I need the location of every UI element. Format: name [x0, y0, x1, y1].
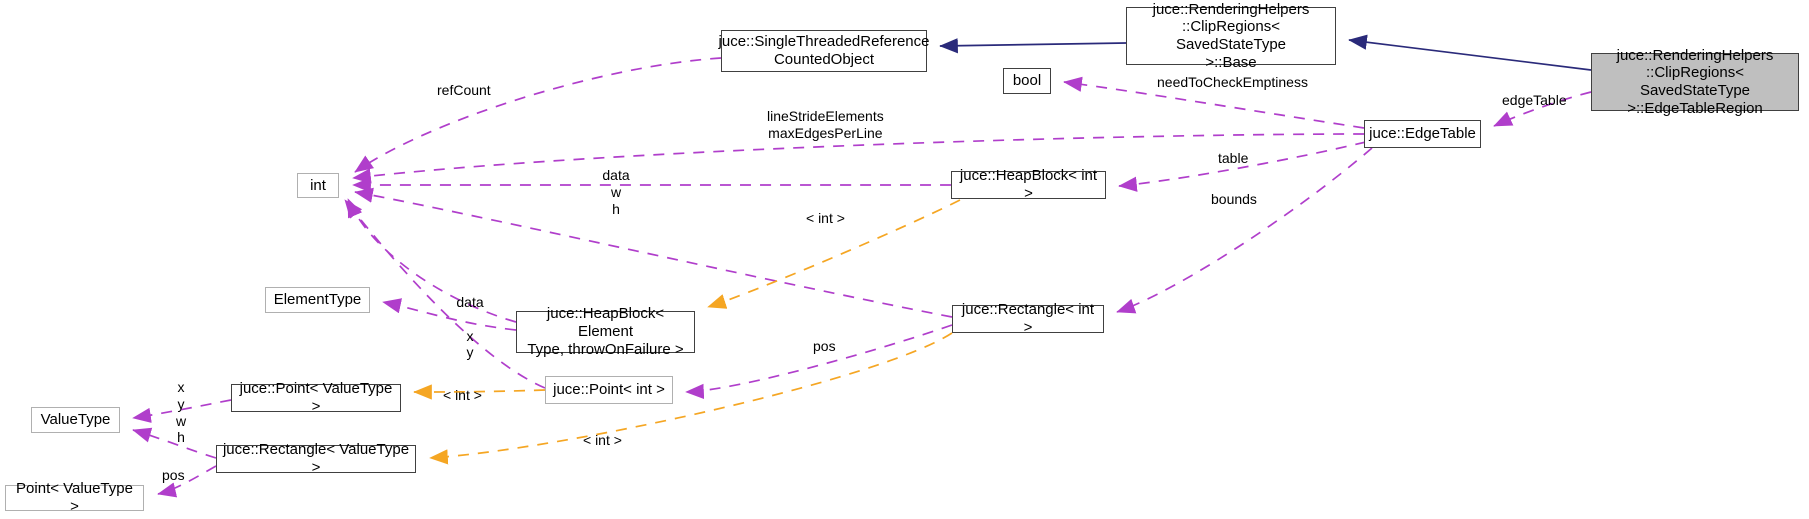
edge-rectvaluetype-wh-to-valuetype	[132, 427, 217, 459]
edge-edgetableregion-to-base	[1348, 34, 1592, 71]
template-edges	[413, 199, 961, 465]
edge-heapblockelem-xy-to-int	[347, 198, 517, 323]
node-value-type[interactable]: ValueType	[31, 407, 120, 433]
edge-edgetable-to-edgetableregion	[1493, 91, 1592, 127]
node-base[interactable]: juce::RenderingHelpers ::ClipRegions< Sa…	[1126, 1, 1336, 71]
edge-data-heapblockelem-to-elementtype	[382, 298, 517, 331]
inheritance-edges	[939, 34, 1592, 71]
edge-rectint-to-rectvaluetype	[429, 332, 953, 465]
edge-base-to-srco	[939, 38, 1127, 54]
usage-edges	[132, 57, 1592, 498]
node-point-int[interactable]: juce::Point< int >	[545, 376, 673, 404]
edge-table-edgetable-to-heapblockint	[1118, 141, 1367, 192]
node-rectangle-int[interactable]: juce::Rectangle< int >	[952, 301, 1104, 336]
edge-linestride-edgetable-to-int	[352, 133, 1365, 184]
edge-pos-rectint-to-pointint	[685, 324, 953, 399]
edge-pointint-to-pointvaluetype	[413, 384, 546, 400]
node-edge-table[interactable]: juce::EdgeTable	[1364, 120, 1481, 148]
node-edge-table-region[interactable]: juce::RenderingHelpers ::ClipRegions< Sa…	[1591, 47, 1799, 117]
edge-pointint-xy-to-int	[344, 199, 546, 389]
node-bool[interactable]: bool	[1003, 68, 1051, 94]
node-point-value-type-plain[interactable]: Point< ValueType >	[5, 480, 144, 515]
edge-refcount-srco-to-int	[354, 57, 722, 173]
node-element-type[interactable]: ElementType	[265, 287, 370, 313]
node-int[interactable]: int	[297, 173, 339, 198]
edge-pos-rectvaluetype-to-pointvaluetype-plain	[157, 465, 217, 498]
edge-rectint-wh-to-int	[354, 187, 953, 318]
node-heap-block-element-type[interactable]: juce::HeapBlock< Element Type, throwOnFa…	[516, 305, 695, 358]
node-heap-block-int[interactable]: juce::HeapBlock< int >	[951, 167, 1106, 202]
edge-heapblockint-to-heapblockelem	[707, 199, 961, 309]
edge-needtocheckemptiness-edgetable-to-bool	[1063, 76, 1365, 129]
edge-bounds-edgetable-to-rectint	[1116, 147, 1373, 314]
node-rectangle-value-type[interactable]: juce::Rectangle< ValueType >	[216, 441, 416, 476]
node-point-value-type[interactable]: juce::Point< ValueType >	[231, 380, 401, 415]
node-single-threaded-reference-counted-object[interactable]: juce::SingleThreadedReference CountedObj…	[719, 30, 929, 72]
edge-pointvaluetype-xy-to-valuetype	[132, 399, 232, 423]
